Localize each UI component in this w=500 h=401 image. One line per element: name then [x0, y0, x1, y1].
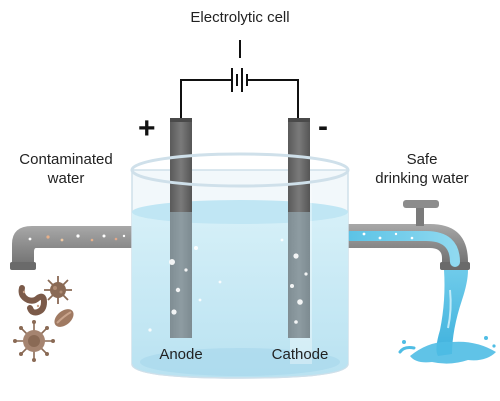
anode-label: Anode: [159, 346, 203, 363]
contaminated-inlet-pipe: [10, 226, 137, 270]
anode-electrode: [170, 118, 192, 338]
anode-plus-sign: +: [138, 112, 156, 145]
spiky-virus-icon: [44, 276, 72, 304]
safe-label-line1: Safe: [406, 151, 438, 168]
contaminated-water-label: Contaminated water: [4, 150, 128, 188]
cathode-electrode: [288, 118, 310, 338]
faucet-handle-icon: [403, 200, 439, 226]
beaker-rim: [130, 152, 350, 379]
round-virus-icon: [13, 320, 55, 362]
safe-water-label: Safe drinking water: [352, 150, 492, 188]
safe-label-line2: drinking water: [375, 170, 469, 187]
cathode-label: Cathode: [271, 346, 329, 363]
cathode-minus-sign: -: [318, 110, 328, 143]
oval-bacterium-icon: [54, 309, 74, 327]
circuit-wires: [180, 40, 299, 122]
water-stream: [398, 270, 496, 364]
contaminated-label-line2: water: [47, 170, 85, 187]
diagram-title: Electrolytic cell: [190, 9, 290, 26]
safe-outlet-pipe: [345, 224, 470, 270]
bacteria-icon: [18, 285, 48, 316]
gas-bubbles: [148, 238, 308, 332]
contaminated-label-line1: Contaminated: [19, 151, 113, 168]
battery-icon: [231, 68, 248, 92]
contaminant-particles: [28, 234, 126, 242]
